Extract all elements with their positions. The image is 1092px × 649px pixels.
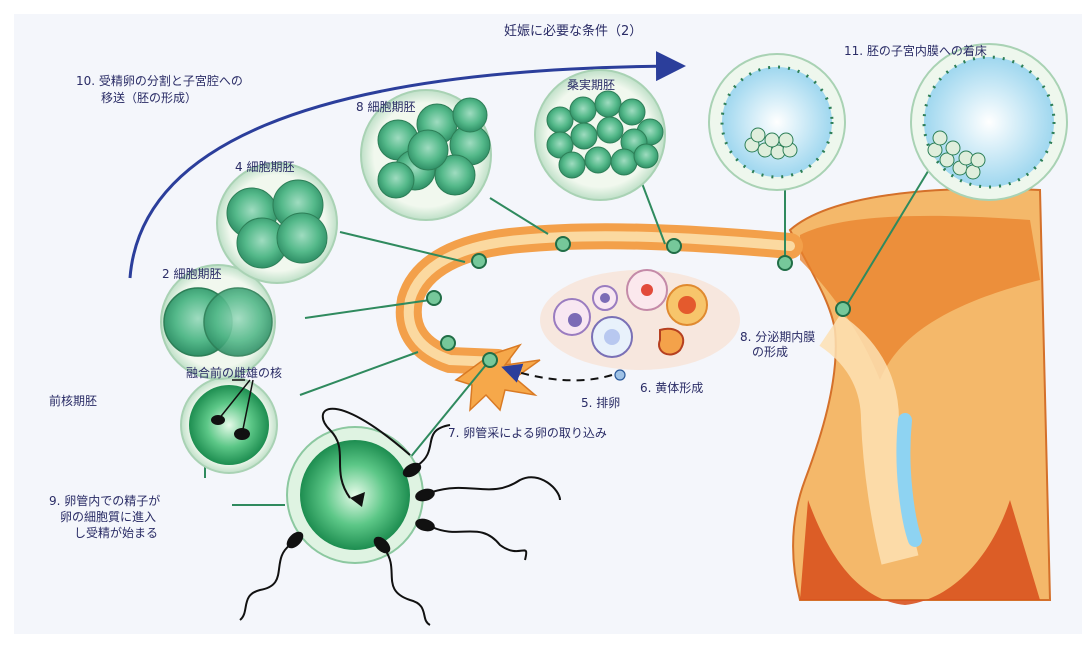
uterus bbox=[790, 189, 1050, 605]
pronuclear-embryo bbox=[181, 377, 277, 473]
two-cell-embryo bbox=[161, 265, 275, 379]
early-blastocyst bbox=[709, 54, 845, 190]
label-cleavage-transport-line2: 移送（胚の形成） bbox=[101, 91, 197, 106]
label-corpus-luteum: 6. 黄体形成 bbox=[640, 381, 703, 396]
label-eight-cell: 8 細胞期胚 bbox=[356, 100, 415, 115]
label-fertilization-line1: 9. 卵管内での精子が bbox=[49, 494, 160, 509]
label-four-cell: 4 細胞期胚 bbox=[235, 160, 294, 175]
label-ovulation: 5. 排卵 bbox=[581, 396, 620, 411]
label-implantation: 11. 胚の子宮内膜への着床 bbox=[844, 44, 987, 59]
label-two-cell: 2 細胞期胚 bbox=[162, 267, 221, 282]
label-secretory-endometrium-line2: の形成 bbox=[752, 345, 788, 360]
implanting-blastocyst bbox=[911, 44, 1067, 200]
label-fertilization-line3: し受精が始まる bbox=[74, 526, 158, 541]
four-cell-embryo bbox=[217, 163, 337, 283]
label-pronuclei: 融合前の雌雄の核 bbox=[186, 366, 282, 381]
label-fertilization-line2: 卵の細胞質に進入 bbox=[60, 510, 156, 525]
label-morula: 桑実期胚 bbox=[567, 78, 615, 93]
label-egg-pickup: 7. 卵管采による卵の取り込み bbox=[448, 426, 607, 441]
label-secretory-endometrium-line1: 8. 分泌期内膜 bbox=[740, 330, 815, 345]
diagram-title: 妊娠に必要な条件（2） bbox=[504, 24, 642, 39]
label-cleavage-transport-line1: 10. 受精卵の分割と子宮腔への bbox=[76, 74, 243, 89]
label-pronuclear-embryo: 前核期胚 bbox=[49, 394, 97, 409]
ovary bbox=[540, 270, 740, 380]
